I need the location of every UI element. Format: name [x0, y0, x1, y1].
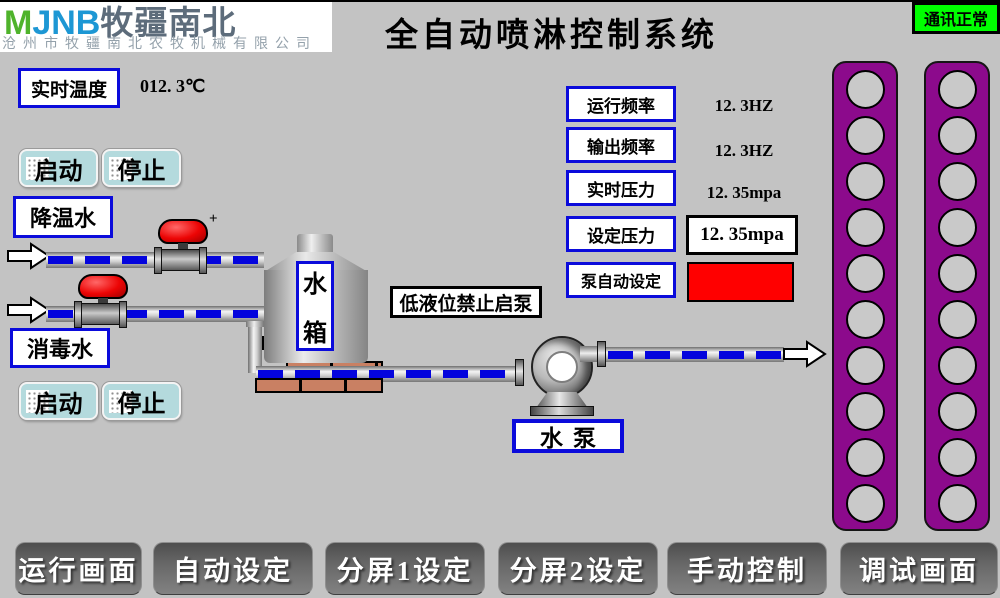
nav-label: 自动设定	[173, 556, 293, 586]
nozzle-hole	[845, 438, 885, 477]
nav-run-screen[interactable]: 运行画面	[15, 542, 142, 595]
nozzle-hole	[937, 438, 977, 477]
cooling-valve-icon	[158, 219, 208, 244]
nav-split2-setting[interactable]: 分屏2设定	[498, 542, 658, 595]
nozzle-hole	[937, 116, 977, 155]
cooling-water-label: 降温水	[13, 196, 113, 238]
disinfect-start-button[interactable]: 启动	[19, 382, 98, 420]
tank-neck	[297, 234, 333, 254]
nozzle-hole	[845, 346, 885, 385]
metric-label-real-pressure: 实时压力	[566, 170, 676, 206]
metric-value-run-freq: 12. 3HZ	[714, 96, 774, 115]
pipe-flow-dashes	[608, 351, 782, 359]
pump-outlet-flange	[597, 341, 606, 367]
disinfect-valve-icon	[78, 274, 128, 299]
nozzle-hole	[937, 346, 977, 385]
disinfect-stop-label: 停止	[117, 391, 166, 418]
tank-label: 水 箱	[296, 261, 334, 351]
disinfect-stop-button[interactable]: 停止	[102, 382, 181, 420]
metric-label-set-pressure: 设定压力	[566, 216, 676, 252]
cooling-stop-button[interactable]: 停止	[102, 149, 181, 187]
nav-label: 分屏2设定	[509, 556, 647, 586]
nozzle-hole	[845, 116, 885, 155]
nav-auto-setting[interactable]: 自动设定	[153, 542, 313, 595]
plus-marker: +	[209, 211, 218, 227]
logo: MJNB牧疆南北 沧州市牧疆南北农牧机械有限公司	[0, 2, 332, 52]
flow-arrow-icon	[7, 242, 51, 270]
pipe-flow-dashes	[48, 310, 262, 318]
logo-wordmark: MJNB牧疆南北	[4, 0, 236, 44]
realtime-temp-value: 012. 3℃	[140, 76, 206, 96]
flow-arrow-icon	[783, 340, 827, 368]
nozzle-hole	[937, 70, 977, 109]
valve-flange	[199, 247, 207, 274]
logo-letters-jnb: JNB	[32, 4, 101, 42]
nozzle-hole	[845, 70, 885, 109]
valve-flange	[119, 301, 127, 328]
spray-bar-right	[924, 61, 990, 531]
flow-arrow-icon	[7, 296, 51, 324]
metric-label-run-freq: 运行频率	[566, 86, 676, 122]
pump-auto-set-indicator[interactable]	[687, 262, 794, 302]
valve-stem	[98, 298, 108, 307]
nozzle-hole	[845, 208, 885, 247]
pump-base	[536, 392, 588, 408]
top-border-line	[0, 0, 1000, 2]
metric-label-out-freq: 输出频率	[566, 127, 676, 163]
nozzle-hole	[845, 300, 885, 339]
nav-label: 运行画面	[18, 556, 139, 586]
nozzle-hole	[845, 254, 885, 293]
valve-stem	[178, 243, 188, 252]
nozzle-hole	[937, 254, 977, 293]
low-level-warning: 低液位禁止启泵	[390, 286, 542, 318]
nozzle-hole	[845, 484, 885, 523]
nozzle-hole	[845, 162, 885, 201]
nav-split1-setting[interactable]: 分屏1设定	[325, 542, 485, 595]
nav-label: 调试画面	[859, 556, 979, 586]
pump-inlet-flange	[515, 359, 524, 386]
tank-label-char2: 箱	[303, 321, 327, 347]
tank-label-char1: 水	[303, 272, 327, 298]
pump-outlet-pipe	[606, 347, 784, 362]
logo-brand-cn: 牧疆南北	[100, 4, 237, 41]
metric-label-pump-auto: 泵自动设定	[566, 262, 676, 298]
disinfect-water-label: 消毒水	[10, 328, 110, 368]
realtime-temp-label: 实时温度	[18, 68, 120, 108]
nozzle-hole	[937, 300, 977, 339]
disinfect-start-label: 启动	[34, 391, 83, 418]
pump-label: 水泵	[512, 419, 624, 453]
tank-drain-pipe	[248, 325, 262, 373]
nav-label: 手动控制	[687, 556, 807, 586]
page-title: 全自动喷淋控制系统	[385, 18, 718, 54]
brick-support	[255, 378, 383, 393]
spray-bar-left	[832, 61, 898, 531]
nav-debug-screen[interactable]: 调试画面	[840, 542, 998, 595]
cooling-start-label: 启动	[34, 158, 83, 185]
nozzle-hole	[937, 162, 977, 201]
nozzle-hole	[937, 484, 977, 523]
pump-hub	[546, 351, 578, 383]
nav-manual-control[interactable]: 手动控制	[667, 542, 827, 595]
pump-base-plate	[530, 406, 594, 416]
cooling-start-button[interactable]: 启动	[19, 149, 98, 187]
set-pressure-input[interactable]	[686, 215, 798, 255]
nav-label: 分屏1设定	[336, 556, 474, 586]
comm-status-badge: 通讯正常	[912, 2, 1000, 34]
drain-pipe-cap	[246, 321, 264, 327]
metric-value-out-freq: 12. 3HZ	[714, 141, 774, 160]
company-name: 沧州市牧疆南北农牧机械有限公司	[2, 35, 317, 51]
pump-outlet-stub	[580, 346, 600, 362]
logo-letter-m: M	[4, 4, 33, 42]
nozzle-hole	[937, 208, 977, 247]
pipe-flow-dashes	[258, 370, 516, 378]
cooling-stop-label: 停止	[117, 158, 166, 185]
nozzle-hole	[937, 392, 977, 431]
nozzle-hole	[845, 392, 885, 431]
metric-value-real-pressure: 12. 35mpa	[706, 183, 782, 202]
